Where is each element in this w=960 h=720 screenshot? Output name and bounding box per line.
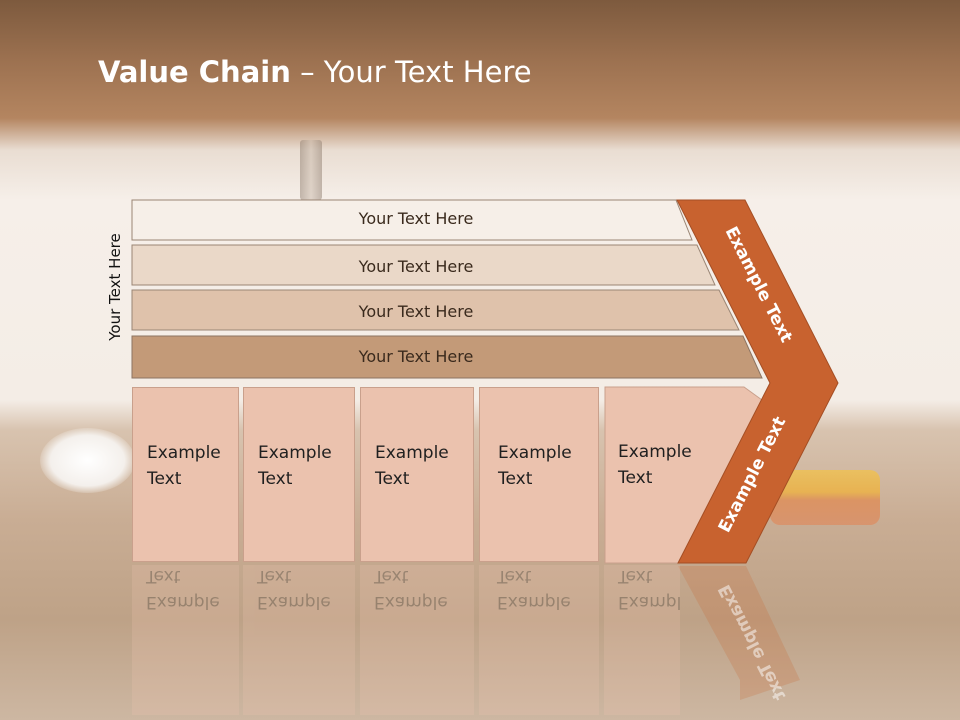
reflection-2-inner: Example Text — [243, 565, 355, 715]
activity-box-2-label: Example Text — [258, 443, 332, 489]
support-bar-3: Your Text Here — [131, 289, 740, 331]
support-bar-3-label: Your Text Here — [358, 302, 474, 321]
support-bar-1-shape — [131, 199, 693, 241]
support-bar-2: Your Text Here — [131, 244, 716, 286]
activity-box-4-label: Example Text — [498, 443, 572, 489]
reflection-3: Example Text — [360, 565, 474, 715]
support-bar-3-shape — [131, 289, 740, 331]
activity-box-5: Example Text — [604, 387, 692, 562]
support-bar-4-label: Your Text Here — [358, 347, 474, 366]
activity-box-1-label: Example Text — [147, 443, 221, 489]
reflection-1: Example Text — [132, 565, 239, 715]
reflection-3-label: Example Text — [374, 566, 448, 612]
support-bar-4-shape — [131, 335, 763, 379]
support-bar-4: Your Text Here — [131, 335, 763, 379]
activity-box-3-label: Example Text — [375, 443, 449, 489]
activity-box-4: Example Text — [479, 387, 599, 562]
activity-box-3: Example Text — [360, 387, 474, 562]
reflection-1-label: Example Text — [146, 566, 220, 612]
reflection-5-inner: Example Text — [604, 565, 680, 715]
reflection-1-inner: Example Text — [132, 565, 239, 715]
title-bold: Value Chain — [98, 55, 291, 89]
activity-box-1: Example Text — [132, 387, 239, 562]
reflection-2-label: Example Text — [257, 566, 331, 612]
reflection-2: Example Text — [243, 565, 355, 715]
support-bar-1-label: Your Text Here — [358, 209, 474, 228]
support-bar-2-shape — [131, 244, 716, 286]
reflection-5: Example Text — [604, 565, 680, 715]
reflection-4-label: Example Text — [497, 566, 571, 612]
reflection-4-inner: Example Text — [479, 565, 599, 715]
support-bar-2-label: Your Text Here — [358, 257, 474, 276]
reflection-3-inner: Example Text — [360, 565, 474, 715]
chevron-reflection — [678, 566, 800, 700]
activity-box-5-label: Example Text — [618, 442, 692, 488]
title-rest: – Your Text Here — [290, 55, 532, 89]
chevron-arrow — [676, 199, 839, 564]
activity-box-2: Example Text — [243, 387, 355, 562]
support-bar-1: Your Text Here — [131, 199, 693, 241]
reflection-5-label: Example Text — [618, 566, 680, 612]
page-title: Value Chain – Your Text Here — [98, 55, 532, 89]
reflection-4: Example Text — [479, 565, 599, 715]
